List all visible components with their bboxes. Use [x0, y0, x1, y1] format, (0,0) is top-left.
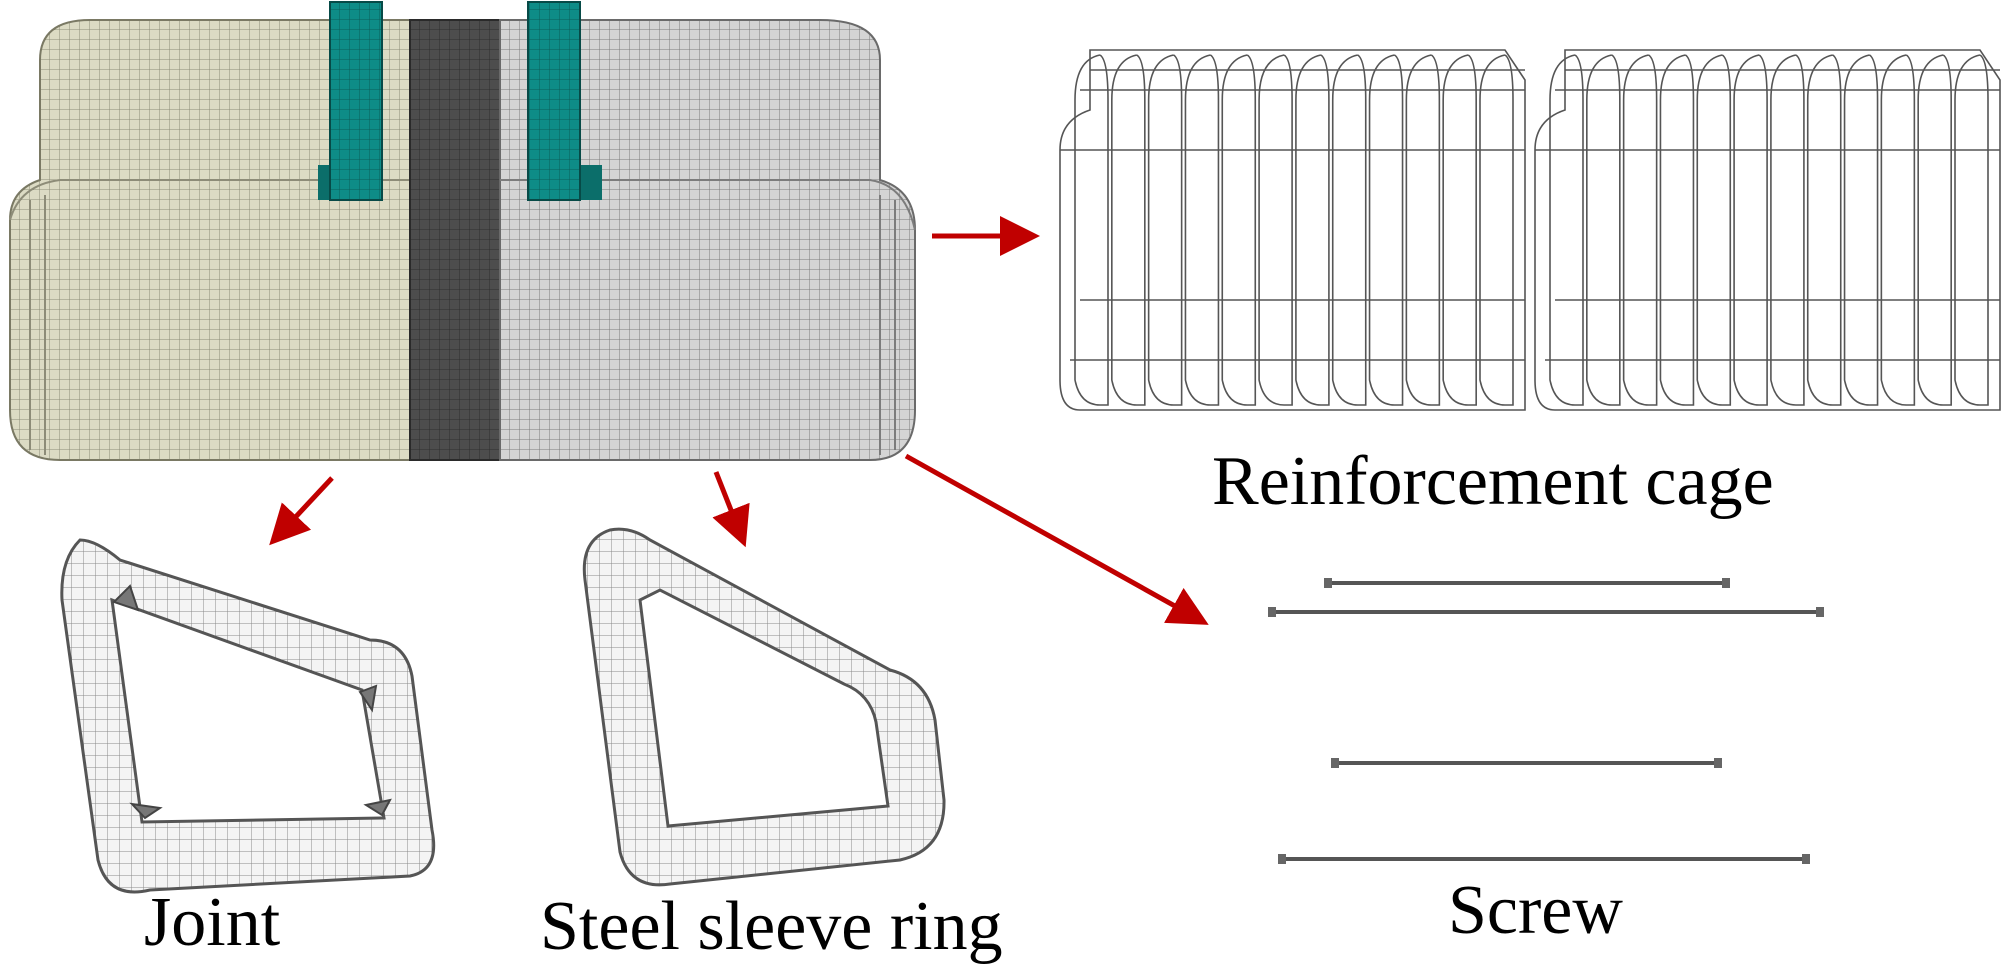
cage-stirrup: [1258, 54, 1293, 406]
cage-stirrup: [1954, 54, 1989, 406]
screw-label: Screw: [1448, 872, 1623, 949]
reinforcement-cage-label: Reinforcement cage: [1212, 443, 1774, 520]
cage-stirrup: [1368, 54, 1404, 406]
cage-stirrup: [1659, 54, 1695, 406]
clamp-right: [527, 1, 602, 201]
arrow-to-screw: [904, 453, 1209, 625]
cage-stirrup: [1770, 54, 1805, 406]
cage-stirrup: [1331, 54, 1367, 406]
cage-stirrup: [1733, 54, 1768, 406]
cage-stirrup: [1147, 54, 1183, 406]
cage-stirrup: [1843, 54, 1879, 406]
arrow-to-steel-sleeve-ring: [712, 471, 750, 548]
screw-end: [1722, 578, 1730, 588]
cage-stirrup: [1221, 54, 1257, 406]
joint: [60, 538, 436, 894]
joint-label: Joint: [144, 884, 281, 961]
screw-end: [1802, 854, 1810, 864]
screw: [1268, 578, 1824, 864]
screw-end: [1268, 607, 1276, 617]
cage-stirrup: [1111, 54, 1146, 406]
screw-end: [1714, 758, 1722, 768]
cage-stirrup: [1586, 54, 1621, 406]
cage-stirrup: [1074, 54, 1109, 406]
joint-band: [409, 19, 501, 461]
arrows: [269, 216, 1209, 625]
cage-stirrup: [1696, 54, 1732, 406]
screw-end: [1331, 758, 1339, 768]
cage-stirrup: [1442, 54, 1477, 406]
screw-end: [1278, 854, 1286, 864]
reinforcement-cage: [1059, 49, 2001, 411]
steel-sleeve-ring: [582, 527, 946, 887]
concrete-block-right: [499, 19, 916, 461]
cage-stirrup: [1184, 54, 1220, 406]
cage-stirrup: [1622, 54, 1658, 406]
cage-stirrup: [1806, 54, 1842, 406]
cage-stirrup: [1880, 54, 1916, 406]
steel-sleeve-ring-label: Steel sleeve ring: [540, 888, 1003, 965]
screw-end: [1324, 578, 1332, 588]
concrete-block-left: [9, 19, 411, 461]
cage-stirrup: [1295, 54, 1330, 406]
cage-stirrup: [1405, 54, 1441, 406]
cage-stirrup: [1917, 54, 1952, 406]
screw-end: [1816, 607, 1824, 617]
clamp-left: [318, 1, 383, 201]
precast-segment-model: [9, 1, 916, 461]
cage-stirrup: [1549, 54, 1584, 406]
cage-stirrup: [1479, 54, 1514, 406]
arrow-to-joint: [269, 476, 334, 546]
